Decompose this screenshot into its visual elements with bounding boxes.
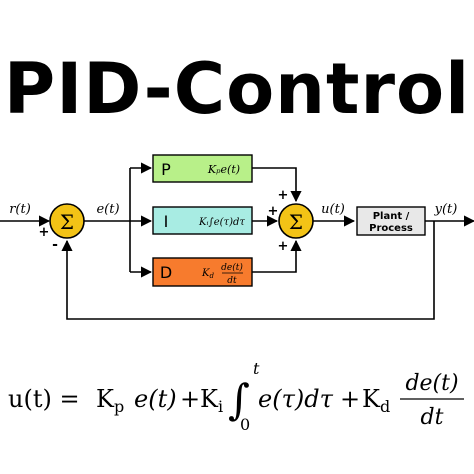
input-signal-label: r(t) — [9, 202, 31, 217]
plant-block — [356, 206, 426, 236]
formula-plus-1: + — [180, 385, 200, 413]
formula-ki: Ki — [200, 385, 223, 416]
sum2-plus-left: + — [268, 204, 279, 219]
d-output-arrow — [252, 239, 302, 273]
plant-label-line2: Process — [369, 223, 413, 234]
sum1-plus-sign: + — [39, 225, 50, 240]
d-block-fraction-numerator: de(t) — [221, 262, 243, 273]
formula-fraction-numerator: de(t) — [405, 371, 458, 396]
control-signal-label: u(t) — [321, 202, 345, 217]
pid-block-diagram: r(t) Σ + - e(t) P Kₚe(t) I Kᵢ∫e(τ)dτ D K… — [0, 154, 474, 320]
formula-plus-2: + — [340, 385, 360, 413]
d-block — [152, 257, 253, 287]
integral-lower-limit: 0 — [240, 415, 250, 434]
output-signal-label: y(t) — [434, 202, 458, 217]
feedback-arrow — [61, 221, 435, 320]
p-block-label: P — [161, 160, 171, 179]
pid-formula: u(t) = Kp e(t) + Ki ∫ t 0 e(τ)dτ + Kd de… — [8, 359, 464, 434]
i-block-label: I — [164, 212, 169, 231]
sum2-plus-top: + — [278, 188, 289, 203]
formula-lhs: u(t) = — [8, 385, 80, 413]
sigma-symbol-1: Σ — [60, 210, 74, 234]
formula-integrand: e(τ)dτ — [258, 385, 334, 413]
error-signal-label: e(t) — [96, 202, 119, 217]
integral-sign: ∫ — [228, 375, 250, 424]
p-output-arrow — [252, 167, 302, 203]
sum2-plus-bottom: + — [278, 239, 289, 254]
i-block-expression: Kᵢ∫e(τ)dτ — [198, 217, 245, 228]
formula-kd: Kd — [362, 385, 390, 416]
sigma-symbol-2: Σ — [289, 210, 303, 234]
d-block-fraction-denominator: dt — [227, 276, 237, 286]
formula-fraction-denominator: dt — [421, 405, 444, 430]
p-block — [152, 154, 253, 183]
sum1-minus-sign: - — [52, 237, 58, 253]
p-block-expression: Kₚe(t) — [207, 163, 240, 176]
page-title: PID-Control — [3, 48, 471, 130]
integral-upper-limit: t — [253, 359, 260, 378]
plant-label-line1: Plant / — [373, 211, 410, 222]
d-block-label: D — [160, 263, 172, 282]
formula-e-t: e(t) — [134, 385, 177, 413]
i-block — [152, 206, 253, 235]
formula-kp: Kp — [96, 385, 124, 416]
